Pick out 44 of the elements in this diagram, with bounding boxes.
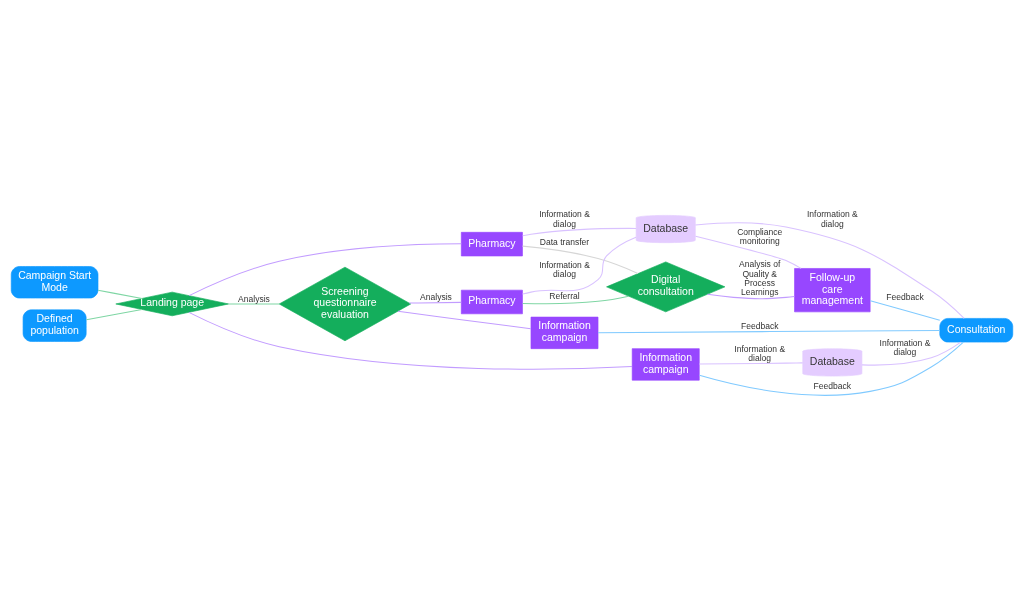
node-box: Information campaign xyxy=(530,316,599,349)
node-box: Pharmacy xyxy=(461,231,523,256)
connector xyxy=(695,235,802,269)
connector xyxy=(97,289,143,299)
connector xyxy=(698,361,804,365)
edge-label: Analysis xyxy=(420,291,452,302)
connector xyxy=(188,311,633,370)
node-box: Information campaign xyxy=(631,347,700,381)
connector xyxy=(694,221,965,319)
node-diamond: Screening questionnaire evaluation xyxy=(278,266,412,341)
connector xyxy=(188,242,462,296)
node-box: Follow-up care management xyxy=(794,267,871,312)
edge-label: Information & dialog xyxy=(806,208,858,229)
node-box: Defined population xyxy=(22,309,87,342)
connector xyxy=(698,341,964,396)
edge-label: Referral xyxy=(549,290,580,301)
edge-label: Information & dialog xyxy=(879,337,931,357)
edge-label: Information & dialog xyxy=(539,208,590,229)
edge-label: Analysis of Quality & Process Learnings xyxy=(739,258,781,297)
connector xyxy=(861,341,962,366)
node-box: Campaign Start Mode xyxy=(10,265,99,298)
connector xyxy=(85,308,143,320)
node-diamond: Digital consultation xyxy=(606,261,726,312)
connector xyxy=(522,227,637,236)
edge-label: Feedback xyxy=(886,291,924,302)
edge-label: Feedback xyxy=(813,380,852,391)
connector xyxy=(869,299,941,321)
node-box: Consultation xyxy=(939,317,1014,342)
edge-label: Analysis xyxy=(238,293,270,304)
node-diamond: Landing page xyxy=(115,291,229,316)
connector xyxy=(706,293,795,299)
edge-label: Information & dialog xyxy=(539,259,590,279)
connector xyxy=(408,301,462,304)
connector xyxy=(522,236,637,295)
connector xyxy=(522,245,639,274)
connector xyxy=(397,310,532,329)
edge-label: Information & dialog xyxy=(734,343,786,363)
edge-label: Compliance monitoring xyxy=(737,226,783,246)
edge-label: Data transfer xyxy=(539,236,590,247)
connector xyxy=(522,295,630,304)
node-box: Pharmacy xyxy=(461,289,523,314)
connector xyxy=(228,302,280,304)
edge-label: Feedback xyxy=(740,320,779,331)
connector xyxy=(597,329,941,333)
